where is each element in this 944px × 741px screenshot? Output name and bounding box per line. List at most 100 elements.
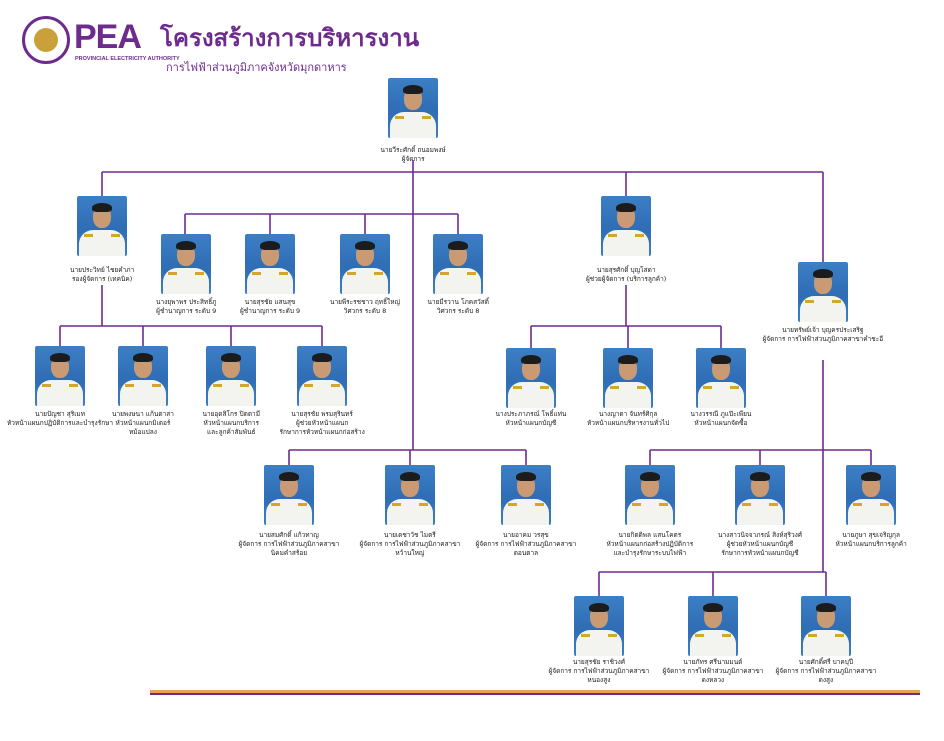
photo-tech3 xyxy=(206,346,256,406)
person-role-detail: นิคมคำสร้อย xyxy=(270,549,308,557)
photo-tech4 xyxy=(297,346,347,406)
person-name: นางประภาภรณ์ โพธิ์แท่น xyxy=(495,410,567,418)
caption-sub3: นายอาคม วรสุขผู้จัดการ การไฟฟ้าส่วนภูมิภ… xyxy=(476,531,577,558)
person-role: ผู้จัดการ การไฟฟ้าส่วนภูมิภาคสาขา xyxy=(662,667,764,675)
photo-sub3 xyxy=(501,465,551,525)
photo-branch-manager xyxy=(798,262,848,322)
person-role: ผู้ช่วยผู้จัดการ (บริการลูกค้า) xyxy=(586,275,667,283)
person-name: นายกิตติพล แสนโคตร xyxy=(618,531,682,539)
person-name: นายเดชาวัช ไมตรี xyxy=(384,531,436,539)
caption-br1: นายสุรชัย ราชิวงศ์ผู้จัดการ การไฟฟ้าส่วน… xyxy=(549,658,650,685)
person-name: นางยุพาพร ประสิทธิ์ภู xyxy=(156,298,217,306)
pea-emblem-icon xyxy=(22,16,70,64)
caption-engineer2: นายมีรวาน โภคสวัสดิ์วิศวกร ระดับ 8 xyxy=(428,298,489,316)
footer-band-purple xyxy=(150,693,920,695)
person-role: หัวหน้าแผนกปฏิบัติการและบำรุงรักษา xyxy=(7,419,114,427)
person-role: หัวหน้าแผนกบัญชี xyxy=(505,419,557,427)
person-name: นายอาคม วรสุข xyxy=(503,531,549,539)
person-role: วิศวกร ระดับ 8 xyxy=(343,307,387,315)
person-name: นายสุรศักดิ์ บุญโสดา xyxy=(596,266,656,274)
photo-tech1 xyxy=(35,346,85,406)
person-role-detail: และลูกค้าสัมพันธ์ xyxy=(206,428,256,436)
photo-asst-manager xyxy=(601,196,651,256)
person-role: ผู้ช่วยหัวหน้าแผนกบัญชี xyxy=(726,540,794,548)
person-role: ผู้จัดการ การไฟฟ้าส่วนภูมิภาคสาขา xyxy=(548,667,650,675)
pea-logo: PEA PROVINCIAL ELECTRICITY AUTHORITY xyxy=(22,16,180,68)
photo-tech2 xyxy=(118,346,168,406)
person-role-detail: ดงหลวง xyxy=(701,676,725,684)
photo-expert1 xyxy=(161,234,211,294)
person-role: รองผู้จัดการ (เทคนิค) xyxy=(71,275,133,283)
photo-cust3 xyxy=(696,348,746,408)
person-name: นายศักดิ์ศรี บาคบุปี xyxy=(798,658,854,666)
caption-tech4: นายสุรชัย พรมสุรินทร์ผู้ช่วยหัวหน้าแผนกร… xyxy=(280,410,365,437)
logo-text: PEA xyxy=(74,18,142,56)
caption-branch-manager: นายทรัพย์เจ้า บุญครประเสริฐผู้จัดการ การ… xyxy=(763,326,884,344)
photo-sub4 xyxy=(625,465,675,525)
photo-sub6 xyxy=(846,465,896,525)
photo-sub2 xyxy=(385,465,435,525)
person-name: นายสุรชัย แสนสุข xyxy=(244,298,296,306)
person-role-detail: หม้อแปลง xyxy=(128,428,157,436)
person-role: ผู้ช่วยหัวหน้าแผนก xyxy=(295,419,349,427)
photo-cust1 xyxy=(506,348,556,408)
person-role-detail: หว้านใหญ่ xyxy=(395,549,425,557)
person-name: นายประวิทย์ ไชยคำภา xyxy=(70,266,135,274)
person-name: นางญาดา จันทร์ศิกุล xyxy=(598,410,658,418)
photo-br1 xyxy=(574,596,624,656)
caption-deputy-tech: นายประวิทย์ ไชยคำภารองผู้จัดการ (เทคนิค) xyxy=(70,266,134,284)
caption-sub5: นางสาวนิจจาภรณ์ สิงห์สุริวงศ์ผู้ช่วยหัวห… xyxy=(718,531,802,558)
person-name: นายสุรชัย พรมสุรินทร์ xyxy=(291,410,353,418)
caption-expert2: นายสุรชัย แสนสุขผู้ชำนาญการ ระดับ 9 xyxy=(240,298,300,316)
person-role: หัวหน้าแผนกมิเตอร์ xyxy=(115,419,171,427)
person-name: นายปัญชา สุริเมท xyxy=(35,410,86,418)
person-role-detail: และบำรุงรักษาระบบไฟฟ้า xyxy=(613,549,687,557)
person-name: นางวรรณี ภูแป๊ะเพียน xyxy=(690,410,752,418)
photo-expert2 xyxy=(245,234,295,294)
caption-sub4: นายกิตติพล แสนโคตรหัวหน้าแผนกก่อสร้างปฏิ… xyxy=(607,531,694,558)
person-name: นายภัทร ศรีนามมนต์ xyxy=(683,658,743,666)
person-role: หัวหน้าแผนกบริหารงานทั่วไป xyxy=(587,419,670,427)
logo-subtitle: PROVINCIAL ELECTRICITY AUTHORITY xyxy=(75,56,180,62)
person-name: นายอุดสิโกร ปิตตามี xyxy=(202,410,260,418)
person-role: หัวหน้าแผนกบริการ xyxy=(203,419,259,427)
photo-sub5 xyxy=(735,465,785,525)
person-role: หัวหน้าแผนกบริการลูกค้า xyxy=(835,540,907,548)
caption-tech2: นายพงษนา แก้นตาสาหัวหน้าแผนกมิเตอร์หม้อแ… xyxy=(112,410,174,437)
person-role-detail: ดงสูง xyxy=(818,676,834,684)
person-name: นางสาวนิจจาภรณ์ สิงห์สุริวงศ์ xyxy=(718,531,802,539)
person-name: นายพีระรชชาว ฤทธิ์ใหญ่ xyxy=(330,298,401,306)
caption-sub6: นายภูษา สุขเจริญกุลหัวหน้าแผนกบริการลูกค… xyxy=(836,531,907,549)
person-role-detail: หนองสูง xyxy=(587,676,611,684)
photo-br2 xyxy=(688,596,738,656)
person-name: นายสุรชัย ราชิวงศ์ xyxy=(572,658,625,666)
person-name: นายมีรวาน โภคสวัสดิ์ xyxy=(427,298,489,306)
person-name: นายทรัพย์เจ้า บุญครประเสริฐ xyxy=(782,326,864,334)
photo-br3 xyxy=(801,596,851,656)
page-title: โครงสร้างการบริหารงาน xyxy=(160,24,420,52)
person-role-detail: รักษาการหัวหน้าแผนกบัญชี xyxy=(721,549,799,557)
person-role: ผู้จัดการ การไฟฟ้าส่วนภูมิภาคสาขา xyxy=(359,540,461,548)
person-role-detail: ดอนตาล xyxy=(513,549,539,557)
person-name: นายภูษา สุขเจริญกุล xyxy=(842,531,900,539)
person-role: ผู้จัดการ การไฟฟ้าส่วนภูมิภาคสาขา xyxy=(475,540,577,548)
person-name: นายสมศักดิ์ แก้วทาญ xyxy=(259,531,319,539)
caption-manager: นายวีระศักดิ์ ถนอมพงษ์ผู้จัดการ xyxy=(381,146,446,164)
caption-cust2: นางญาดา จันทร์ศิกุลหัวหน้าแผนกบริหารงานท… xyxy=(587,410,669,428)
caption-cust3: นางวรรณี ภูแป๊ะเพียนหัวหน้าแผนกจัดซื้อ xyxy=(691,410,752,428)
caption-sub2: นายเดชาวัช ไมตรีผู้จัดการ การไฟฟ้าส่วนภู… xyxy=(360,531,461,558)
caption-expert1: นางยุพาพร ประสิทธิ์ภูผู้ชำนาญการ ระดับ 9 xyxy=(156,298,216,316)
caption-br2: นายภัทร ศรีนามมนต์ผู้จัดการ การไฟฟ้าส่วน… xyxy=(663,658,764,685)
person-role: ผู้ชำนาญการ ระดับ 9 xyxy=(240,307,301,315)
person-name: นายวีระศักดิ์ ถนอมพงษ์ xyxy=(380,146,446,154)
caption-engineer1: นายพีระรชชาว ฤทธิ์ใหญ่วิศวกร ระดับ 8 xyxy=(330,298,400,316)
photo-engineer1 xyxy=(340,234,390,294)
person-role: ผู้จัดการ xyxy=(401,155,425,163)
caption-cust1: นางประภาภรณ์ โพธิ์แท่นหัวหน้าแผนกบัญชี xyxy=(496,410,567,428)
caption-tech1: นายปัญชา สุริเมทหัวหน้าแผนกปฏิบัติการและ… xyxy=(7,410,113,428)
caption-sub1: นายสมศักดิ์ แก้วทาญผู้จัดการ การไฟฟ้าส่ว… xyxy=(239,531,340,558)
person-name: นายพงษนา แก้นตาสา xyxy=(112,410,174,418)
person-role: ผู้จัดการ การไฟฟ้าส่วนภูมิภาคสาขาคำชะอี xyxy=(762,335,884,343)
caption-br3: นายศักดิ์ศรี บาคบุปีผู้จัดการ การไฟฟ้าส่… xyxy=(776,658,877,685)
caption-tech3: นายอุดสิโกร ปิตตามีหัวหน้าแผนกบริการและล… xyxy=(203,410,260,437)
